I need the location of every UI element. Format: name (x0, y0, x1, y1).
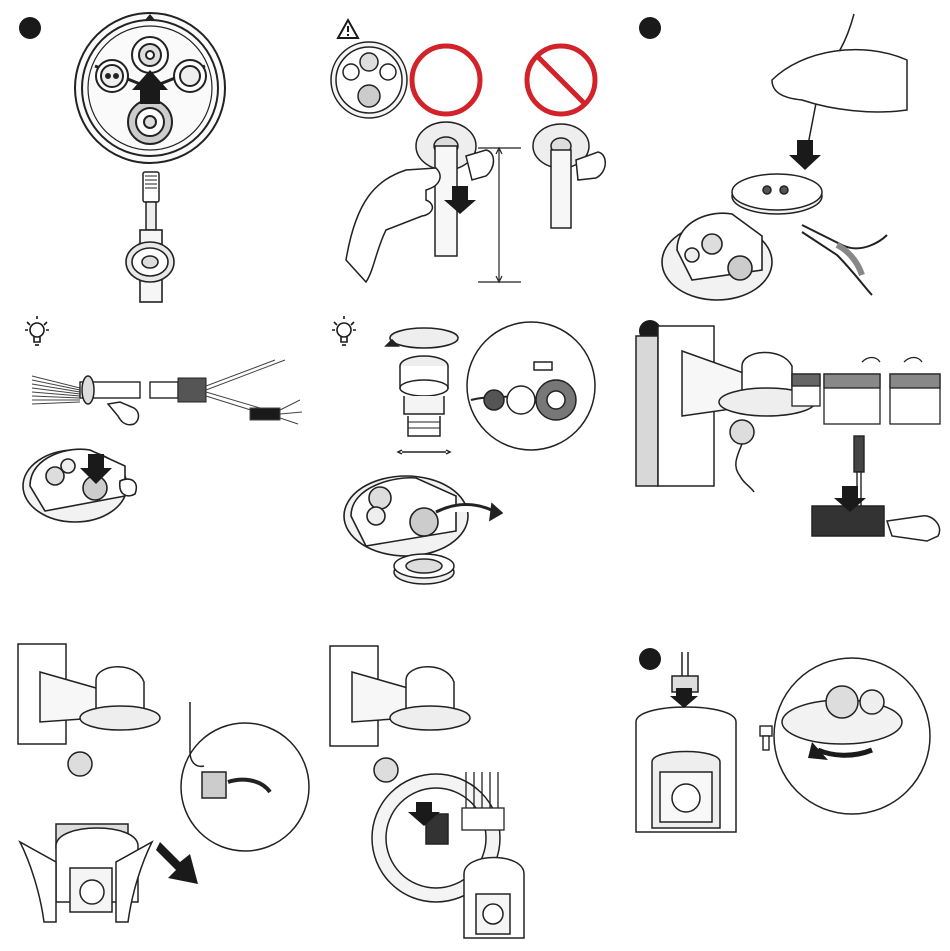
bracket-icon (330, 646, 470, 782)
terminal-block-icon (792, 358, 940, 425)
correct-circle-icon (412, 46, 480, 114)
rubber-seal-icon (732, 174, 822, 214)
panel-step-3 (632, 316, 948, 632)
panel-step-2 (632, 0, 948, 316)
panel-step-6 (632, 632, 948, 948)
prohibited-icon (527, 46, 595, 114)
lightbulb-icon (332, 316, 356, 345)
caution-illustration (316, 0, 632, 316)
pliers-icon (802, 225, 887, 295)
panel-step-4 (0, 632, 316, 948)
base-plate-icon (662, 213, 772, 300)
panel-tip-grommet (0, 316, 316, 632)
base-gland-icon (344, 476, 502, 556)
hand-wire-icon (812, 486, 940, 541)
step-1-illustration (0, 0, 316, 316)
wall-mount-icon (636, 326, 815, 492)
grommet-right-icon (533, 124, 605, 228)
screw-icon (760, 726, 772, 750)
panel-step-1 (0, 0, 316, 316)
cable-gland-icon (398, 356, 450, 454)
gland-detail-icon (467, 322, 595, 450)
step-5-illustration (316, 632, 632, 951)
step-3-illustration (632, 316, 950, 632)
lightbulb-icon (25, 316, 49, 345)
big-arrow-icon (156, 842, 198, 884)
step-6-illustration (632, 632, 950, 951)
hand-insert-icon (772, 14, 907, 150)
tip-gland-illustration (316, 316, 632, 632)
base-detail-icon (774, 658, 930, 814)
panel-tip-gland (316, 316, 632, 632)
step-4-illustration (0, 632, 316, 951)
cable-harness-icon (32, 360, 302, 424)
panel-step-5 (316, 632, 632, 948)
bracket-icon (18, 644, 160, 776)
base-insert-icon (23, 449, 136, 522)
gasket-ring-icon (394, 554, 454, 584)
panel-caution-cable (316, 0, 632, 316)
down-arrow-icon (789, 140, 821, 170)
mini-base-icon (331, 42, 407, 118)
step-2-illustration (632, 0, 950, 316)
hand-press-icon (108, 402, 139, 425)
tip-grommet-illustration (0, 316, 316, 632)
hands-camera-icon (20, 824, 152, 922)
grommet-slide-icon (82, 376, 94, 404)
rotate-arrow-icon (386, 328, 458, 348)
rj45-plug-icon (143, 172, 159, 230)
safety-rope-icon (181, 702, 309, 851)
grommet-icon (126, 230, 174, 302)
warning-triangle-icon (338, 20, 358, 38)
ptz-camera-icon (636, 652, 736, 832)
camera-icon (464, 858, 524, 939)
